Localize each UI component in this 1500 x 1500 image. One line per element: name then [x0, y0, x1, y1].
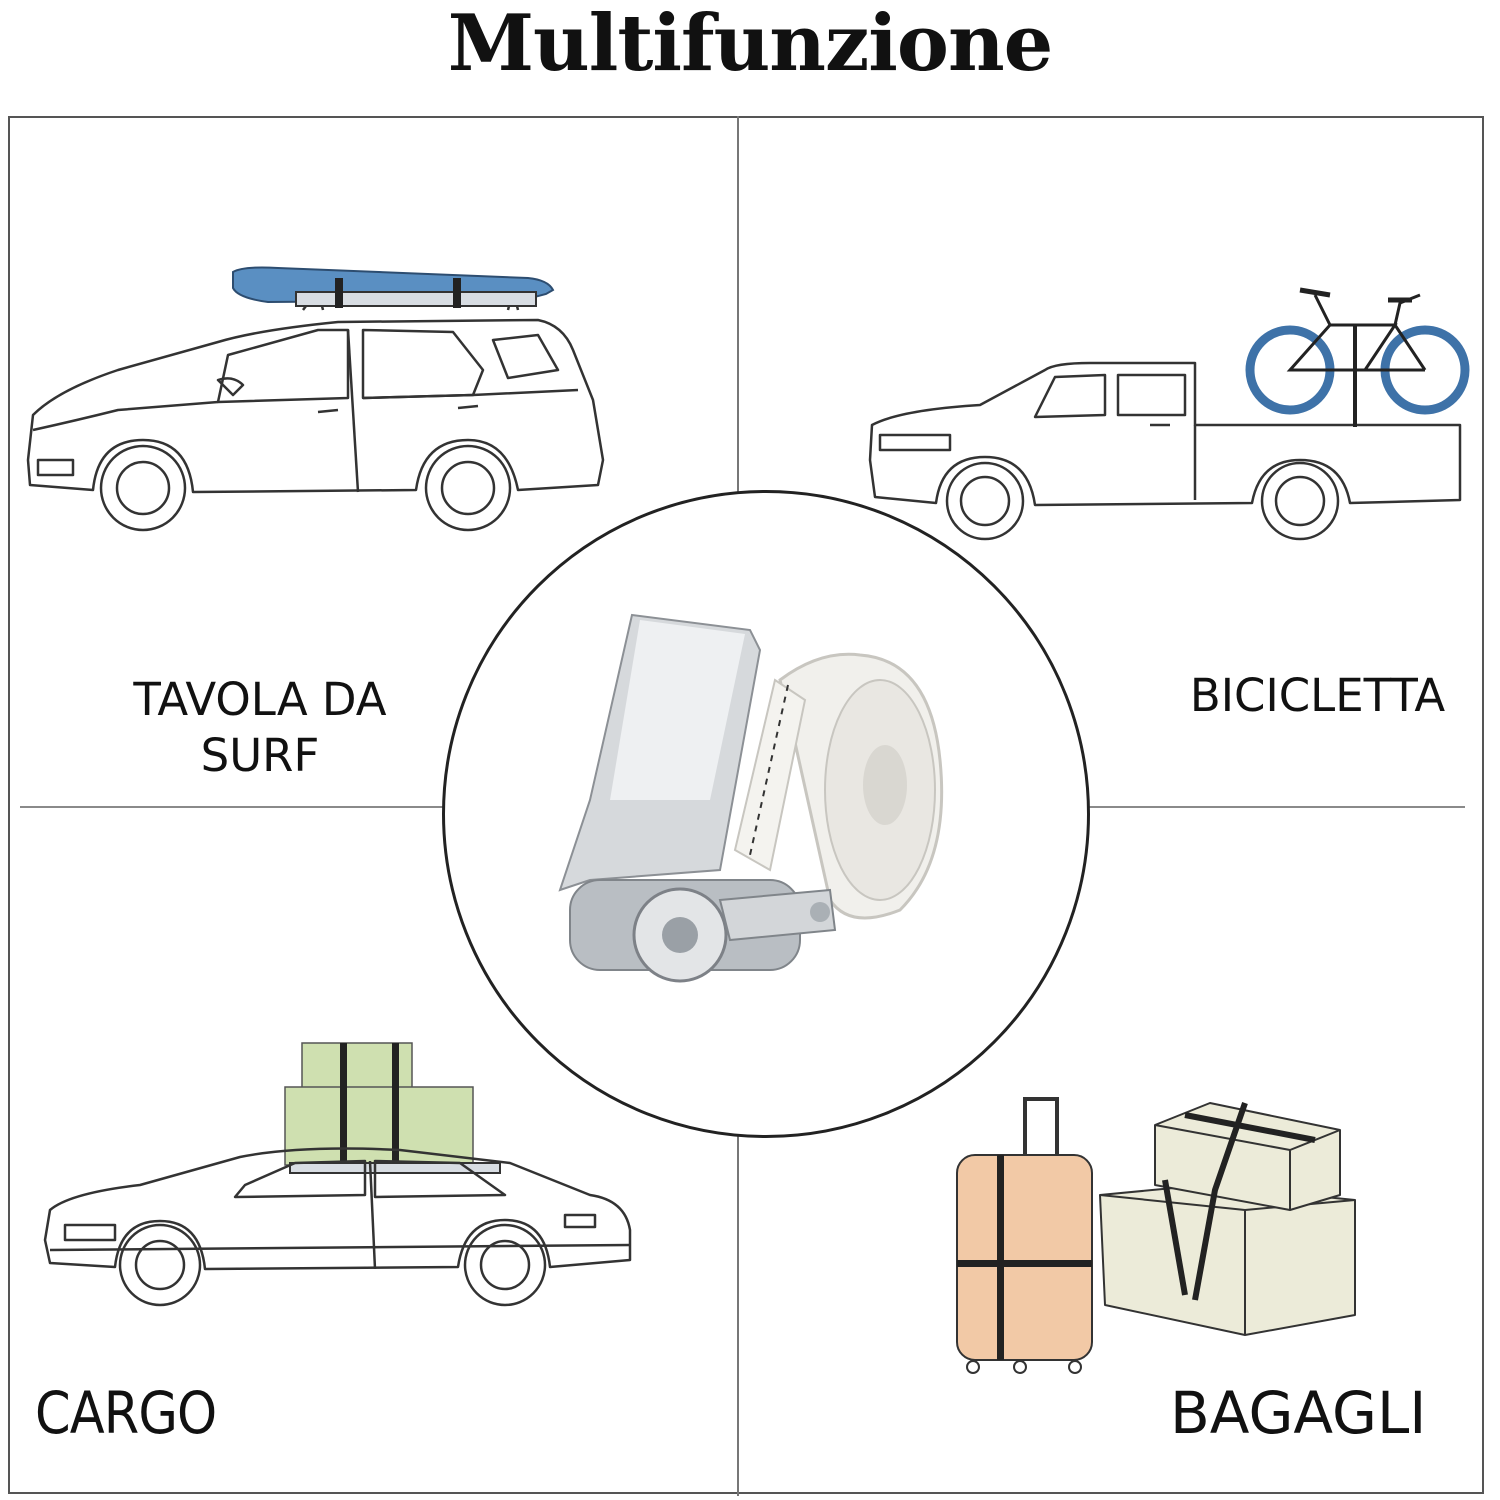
- sedan-with-cargo-icon: [43, 1042, 632, 1307]
- page-title: Multifunzione: [447, 0, 1054, 89]
- quadrant-frame: [8, 116, 1484, 1494]
- label-surfboard-line1: TAVOLA DA: [133, 673, 387, 726]
- ratchet-strap-icon: [558, 613, 944, 983]
- suv-with-surfboard-icon: [26, 266, 605, 532]
- label-luggage: BAGAGLI: [1170, 1379, 1427, 1447]
- pickup-with-bicycle-icon: [868, 287, 1470, 541]
- label-bicycle: BICICLETTA: [1189, 669, 1446, 722]
- label-cargo: CARGO: [35, 1379, 217, 1447]
- strapped-luggage-icon: [956, 1097, 1356, 1374]
- label-surfboard-line2: SURF: [200, 729, 320, 782]
- label-surfboard: TAVOLA DA SURF: [95, 672, 425, 784]
